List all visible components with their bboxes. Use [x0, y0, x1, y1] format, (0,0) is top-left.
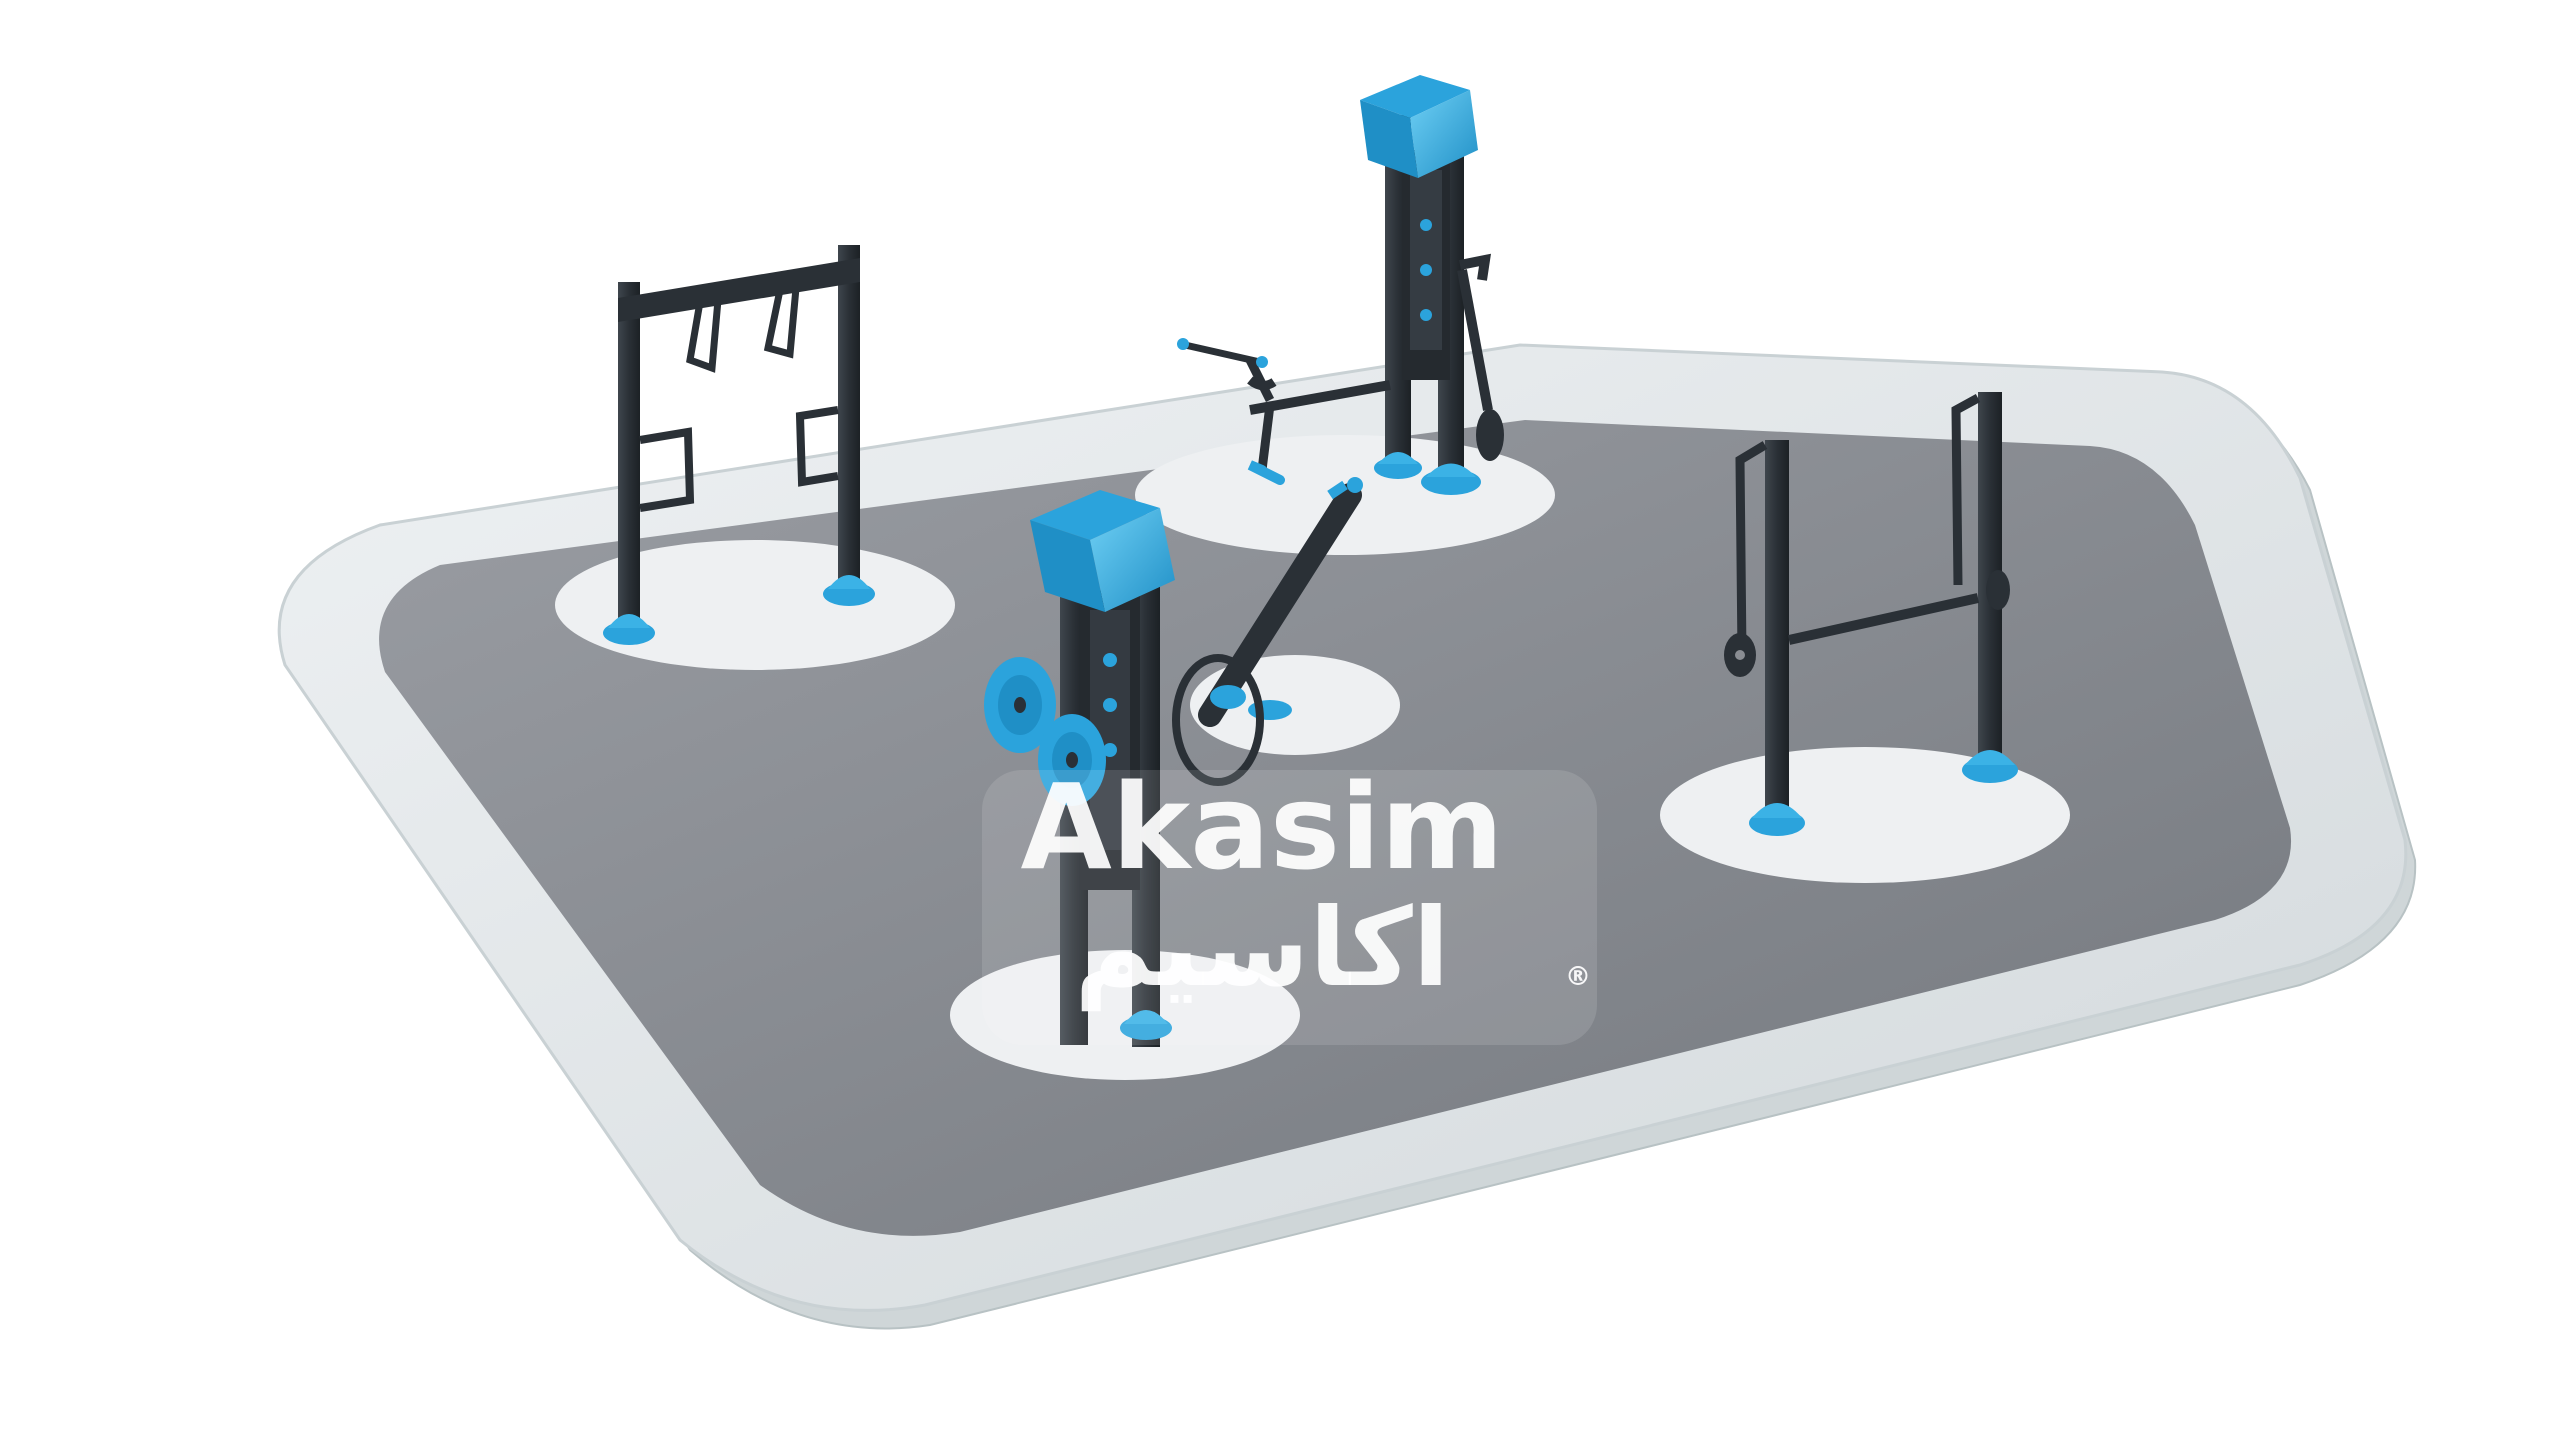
- leg-press-bars-icon: [1724, 392, 2018, 836]
- shoulder-wheel-icon: [984, 477, 1363, 1047]
- pull-up-rings-icon: [603, 245, 875, 645]
- watermark-arabic: اكاسيم: [1074, 886, 1449, 1012]
- rowing-machine-icon: [1177, 75, 1504, 495]
- akasim-logo-watermark: Akasim اكاسيم ®: [982, 758, 1597, 1045]
- pad-bars: [1660, 747, 2070, 883]
- watermark-latin: Akasim: [1020, 758, 1503, 896]
- watermark-registered: ®: [1565, 962, 1591, 992]
- pad-rings: [555, 540, 955, 670]
- pad-front: [950, 950, 1300, 1080]
